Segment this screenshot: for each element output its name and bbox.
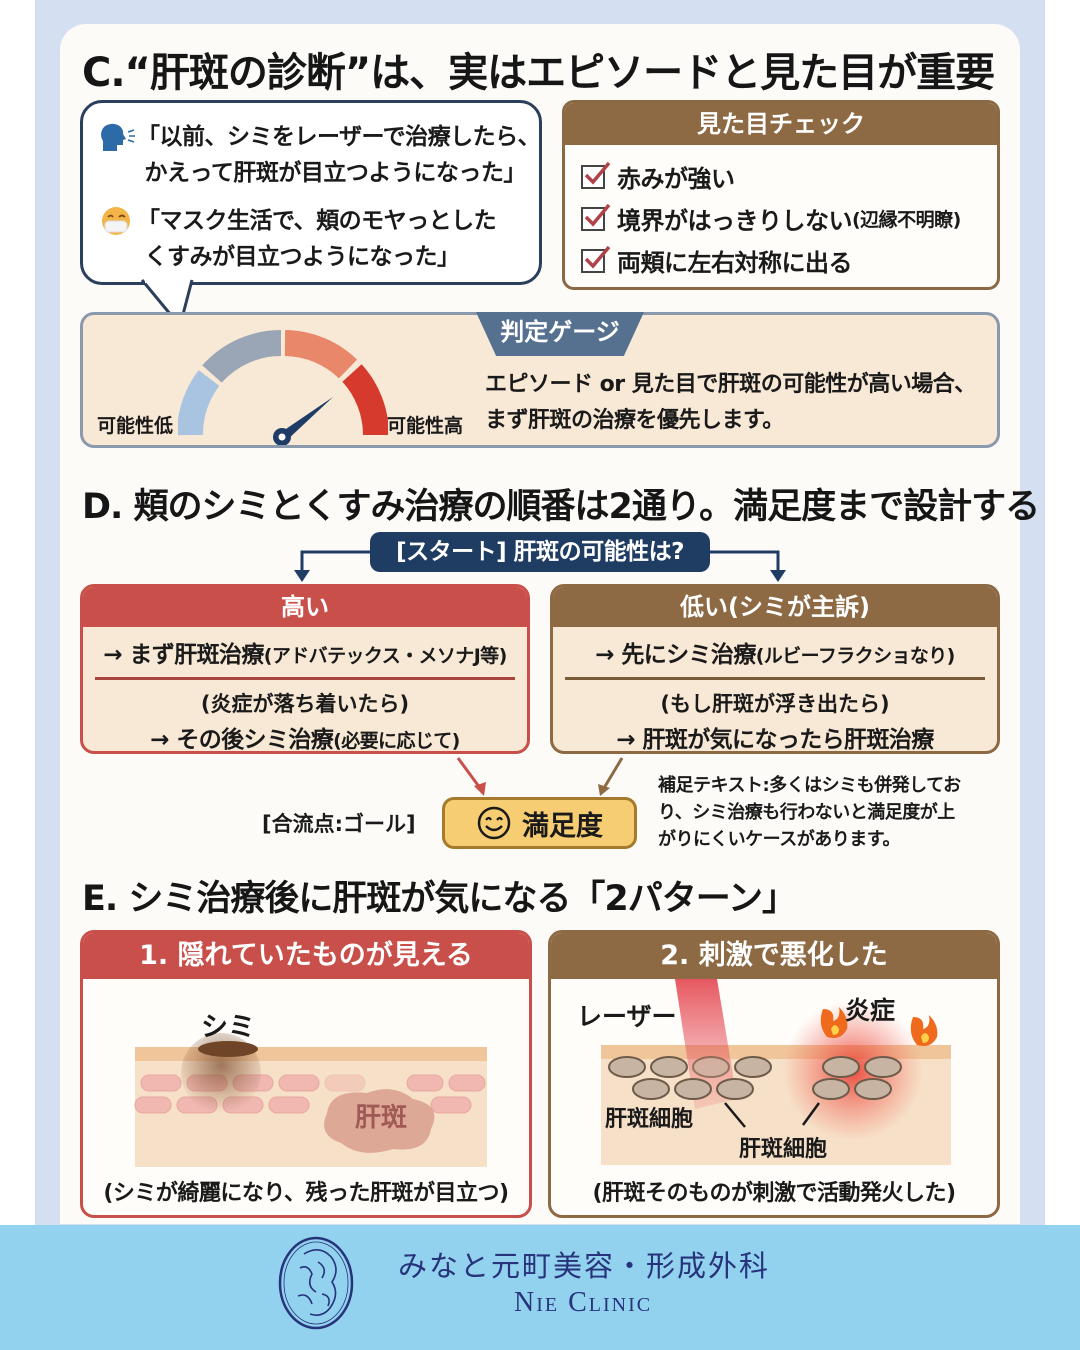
judgment-gauge-panel: 判定ゲージ 可能性低 可能性高 エピソード or 見た目で肝斑の可能性が高い場合… (80, 312, 1000, 448)
quote-mask: 「マスク生活で、頬のモヤっとした くすみが目立つようになった」 (99, 203, 497, 275)
clinic-name-en: Nie Clinic (514, 1287, 653, 1318)
branch-low-condition: (もし肝斑が浮き出たら) (660, 692, 890, 716)
melasma-cell-label-a: 肝斑細胞 (605, 1107, 694, 1132)
quote-laser: 「以前、シミをレーザーで治療したら、 かえって肝斑が目立つようになった」 (99, 119, 541, 191)
checked-box-icon (581, 203, 611, 231)
pattern-2-card: 2. 刺激で悪化した レーザー 炎症 肝斑細胞 肝斑細胞 (肝斑そのものが刺激で… (548, 930, 1000, 1218)
flame-icon (820, 1007, 848, 1038)
branch-high-condition: (炎症が落ち着いたら) (200, 692, 410, 716)
check-item: 赤みが強い (581, 159, 735, 194)
branch-high-step2: → その後シミ治療(必要に応じて) (150, 727, 460, 753)
laser-label: レーザー (577, 1002, 677, 1031)
pattern-1-card: 1. 隠れていたものが見える シミ 肝斑 (シミが綺麗になり、残った肝斑が目立つ… (80, 930, 532, 1218)
speaking-person-icon (101, 123, 135, 151)
pattern-2-title: 2. 刺激で悪化した (551, 933, 997, 979)
section-c-title: C.“肝斑の診断”は、実はエピソードと見た目が重要 (82, 50, 995, 96)
check-item: 境界がはっきりしない(辺縁不明瞭) (581, 201, 961, 236)
goal-satisfaction: 満足度 (442, 797, 637, 849)
divider (95, 677, 515, 680)
checked-box-icon (581, 161, 611, 189)
section-d-title: D. 頬のシミとくすみ治療の順番は2通り。満足度まで設計する (82, 487, 1040, 527)
pattern-1-title: 1. 隠れていたものが見える (83, 933, 529, 979)
visual-check-card: 見た目チェック 赤みが強い 境界がはっきりしない(辺縁不明瞭) 両頬に左右対称に… (562, 100, 1000, 290)
clinic-name-jp: みなと元町美容・形成外科 (398, 1249, 771, 1283)
episode-speech-bubble: 「以前、シミをレーザーで治療したら、 かえって肝斑が目立つようになった」 「マス… (80, 100, 542, 285)
check-item: 両頬に左右対称に出る (581, 243, 853, 278)
pattern-1-caption: (シミが綺麗になり、残った肝斑が目立つ) (103, 1181, 509, 1206)
flow-start: [スタート] 肝斑の可能性は? (370, 532, 710, 572)
probability-gauge-icon (178, 329, 388, 445)
section-e-title: E. シミ治療後に肝斑が気になる「2パターン」 (82, 879, 797, 919)
gauge-description: エピソード or 見た目で肝斑の可能性が高い場合、 まず肝斑の治療を優先します。 (485, 372, 976, 433)
inflammation-label: 炎症 (845, 996, 896, 1025)
gauge-high-label: 可能性高 (387, 415, 464, 437)
branch-low: 低い(シミが主訴) → 先にシミ治療(ルビーフラクショなり) (もし肝斑が浮き出… (550, 584, 1000, 754)
pattern-2-caption: (肝斑そのものが刺激で活動発火した) (592, 1181, 956, 1206)
branch-low-step2: → 肝斑が気になったら肝斑治療 (616, 727, 934, 753)
checked-box-icon (581, 245, 611, 273)
clinic-footer: みなと元町美容・形成外科 Nie Clinic (0, 1225, 1080, 1350)
gauge-title: 判定ゲージ (476, 312, 644, 356)
divider (565, 677, 985, 680)
flow-split-arrows (294, 550, 786, 582)
branch-low-step1: → 先にシミ治療(ルビーフラクショなり) (595, 642, 955, 668)
melasma-label: 肝斑 (355, 1103, 408, 1133)
goal-label: [合流点:ゴール] (262, 812, 416, 836)
branch-high-head: 高い (83, 587, 527, 627)
spot-label: シミ (201, 1012, 255, 1043)
branch-low-head: 低い(シミが主訴) (553, 587, 997, 627)
visual-check-title: 見た目チェック (565, 103, 997, 145)
flame-icon (910, 1015, 938, 1046)
supplementary-note: 補足テキスト:多くはシミも併発してお り、シミ治療も行わないと満足度が上 がりに… (658, 775, 961, 850)
smiley-face-icon (477, 806, 511, 840)
quote-text: 「以前、シミをレーザーで治療したら、 かえって肝斑が目立つようになった」 (137, 124, 541, 186)
merge-arrows (456, 757, 624, 796)
inflammation-illustration (601, 979, 951, 1165)
melasma-cell-label-b: 肝斑細胞 (739, 1137, 828, 1162)
branch-high: 高い → まず肝斑治療(アドバテックス・メソナJ等) (炎症が落ち着いたら) →… (80, 584, 530, 754)
mask-face-icon (102, 207, 130, 235)
gauge-low-label: 可能性低 (97, 415, 174, 437)
skin-layer-illustration (134, 1033, 487, 1167)
quote-text: 「マスク生活で、頬のモヤっとした くすみが目立つようになった」 (137, 208, 497, 270)
clinic-logo-icon (278, 1236, 354, 1330)
branch-high-step1: → まず肝斑治療(アドバテックス・メソナJ等) (103, 642, 507, 668)
